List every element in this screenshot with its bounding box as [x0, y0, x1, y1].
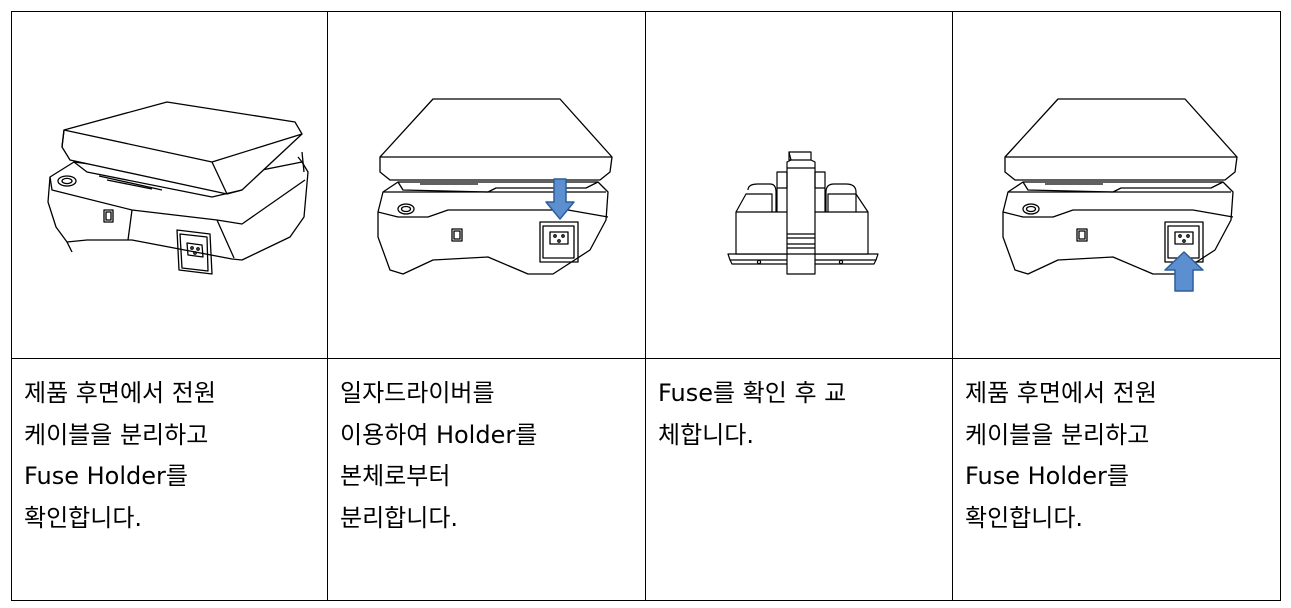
table-col-divider-3 [952, 11, 953, 601]
step-1-illustration [12, 12, 327, 358]
step-2-line-4: 분리합니다. [340, 503, 459, 532]
table-border-left [11, 11, 12, 601]
step-3-line-1: Fuse를 확인 후 교 [658, 379, 847, 407]
table-border-top [11, 11, 1281, 12]
step-4-line-2: 케이블을 분리하고 [965, 420, 1150, 449]
step-3-line-2: 체합니다. [658, 420, 754, 449]
step-3-illustration [646, 12, 952, 358]
table-row-divider [11, 358, 1281, 359]
step-2-description: 일자드라이버를 이용하여 Holder를 본체로부터 분리합니다. [328, 365, 645, 600]
fuse-holder-detail-image [727, 151, 879, 275]
step-2-line-1: 일자드라이버를 [340, 379, 495, 407]
hot-plate-rear-arrow-down-image [377, 98, 613, 275]
step-2-illustration [328, 12, 645, 358]
step-4-illustration [953, 12, 1280, 358]
table-col-divider-2 [645, 11, 646, 601]
step-4-line-4: 확인합니다. [965, 503, 1084, 532]
table-col-divider-1 [327, 11, 328, 601]
step-1-line-4: 확인합니다. [24, 503, 143, 532]
step-1-line-1: 제품 후면에서 전원 [24, 379, 216, 407]
hot-plate-rear-angled-view-image [47, 101, 309, 275]
step-4-line-1: 제품 후면에서 전원 [965, 379, 1157, 407]
table-border-bottom [11, 600, 1281, 601]
step-2-line-2: 이용하여 Holder를 [340, 420, 538, 449]
step-1-line-3: Fuse Holder를 [24, 462, 188, 490]
step-4-description: 제품 후면에서 전원 케이블을 분리하고 Fuse Holder를 확인합니다. [953, 365, 1280, 600]
step-3-description: Fuse를 확인 후 교 체합니다. [646, 365, 952, 600]
step-2-line-3: 본체로부터 [340, 462, 451, 490]
step-4-line-3: Fuse Holder를 [965, 462, 1129, 490]
hot-plate-rear-arrow-up-image [1002, 98, 1238, 292]
step-1-description: 제품 후면에서 전원 케이블을 분리하고 Fuse Holder를 확인합니다. [12, 365, 327, 600]
table-border-right [1280, 11, 1281, 601]
step-1-line-2: 케이블을 분리하고 [24, 420, 209, 449]
